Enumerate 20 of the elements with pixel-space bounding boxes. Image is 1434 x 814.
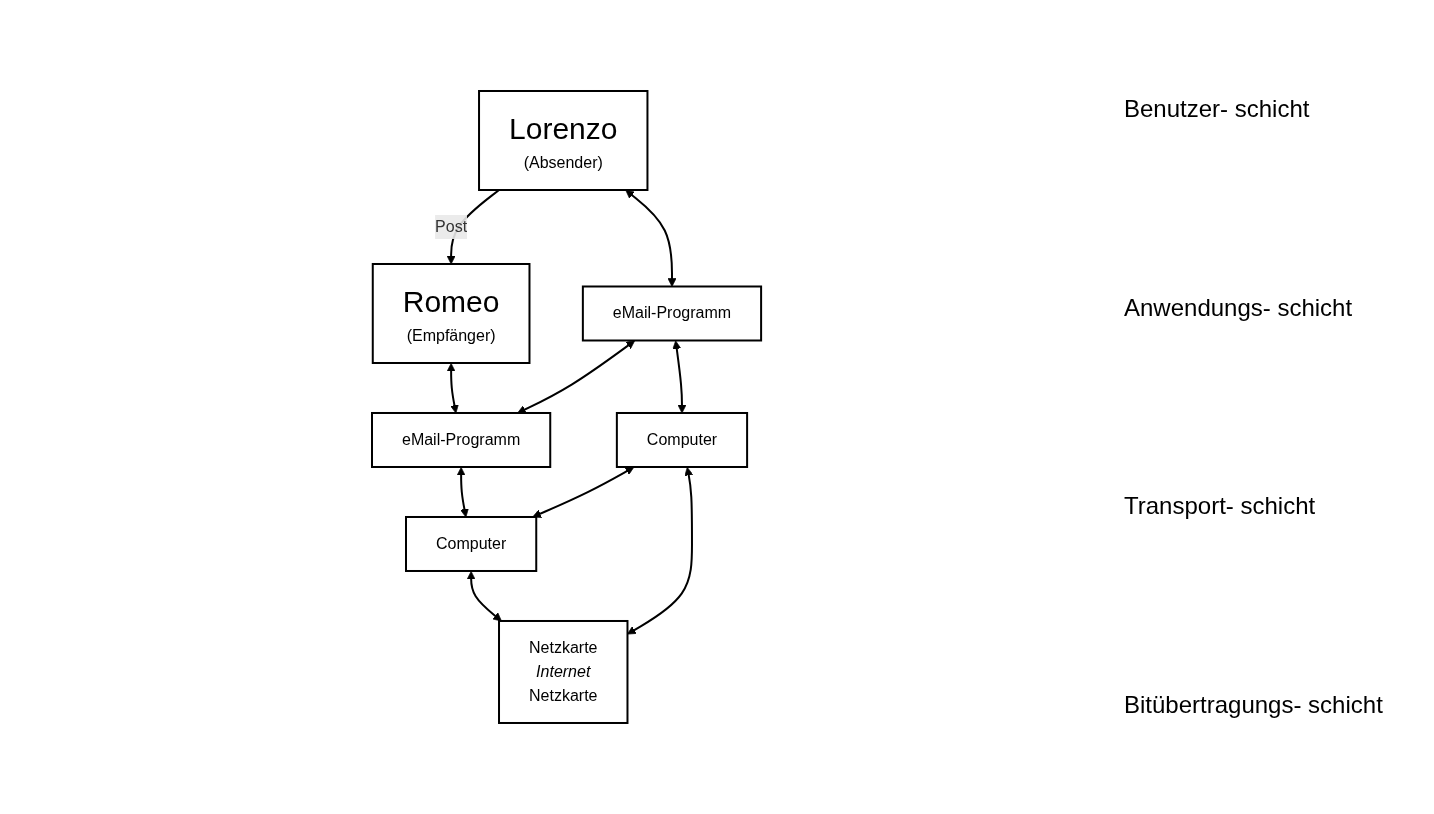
node-box: Netzkarte Internet Netzkarte <box>498 620 629 724</box>
node-box: Romeo (Empfänger) <box>372 263 531 364</box>
arrow <box>467 571 503 622</box>
arrow <box>672 340 687 414</box>
layer-label: Anwendungs- schicht <box>1124 293 1354 322</box>
node-box: eMail-Programm <box>371 412 552 468</box>
layer-label: Bitübertragungs- schicht <box>1124 690 1384 719</box>
arrow <box>457 467 470 518</box>
arrow <box>517 340 636 414</box>
arrow <box>532 466 635 518</box>
arrow <box>447 363 460 414</box>
arrow <box>627 467 694 635</box>
node-box: Computer <box>405 516 538 572</box>
node-box: Computer <box>616 412 749 468</box>
node-box: Lorenzo (Absender) <box>478 90 649 191</box>
edge-label: Post <box>435 218 468 235</box>
node-box: eMail-Programm <box>582 285 763 342</box>
layer-label: Transport- schicht <box>1124 492 1317 521</box>
arrow <box>625 189 677 287</box>
layer-label: Benutzer- schicht <box>1124 95 1311 124</box>
